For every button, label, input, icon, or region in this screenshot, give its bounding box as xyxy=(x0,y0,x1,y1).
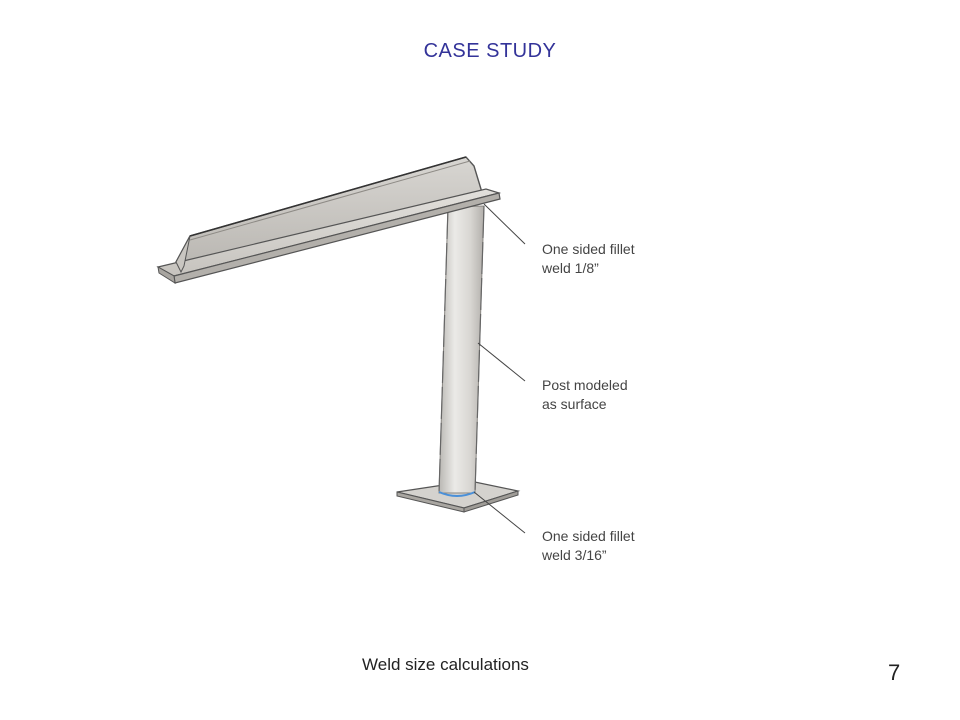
slide-title: CASE STUDY xyxy=(423,40,557,62)
slide-subtitle: Weld size calculations xyxy=(362,655,529,674)
bottom-weld-line xyxy=(438,491,476,497)
leader-line-bottom xyxy=(473,491,526,534)
callout-middle-line1: Post modeled xyxy=(542,377,628,393)
t-beam xyxy=(156,156,502,284)
callout-bottom-line2: weld 3/16” xyxy=(542,547,607,563)
callout-top-line2: weld 1/8” xyxy=(542,260,599,276)
callout-post-surface: Post modeled as surface xyxy=(542,376,628,414)
callout-bottom-line1: One sided fillet xyxy=(542,528,635,544)
base-plate xyxy=(396,480,521,513)
callout-bottom-weld: One sided fillet weld 3/16” xyxy=(542,527,635,565)
leader-line-middle xyxy=(477,342,526,382)
callout-middle-line2: as surface xyxy=(542,396,607,412)
callout-top-weld: One sided fillet weld 1/8” xyxy=(542,240,635,278)
callout-top-line1: One sided fillet xyxy=(542,241,635,257)
post xyxy=(438,205,485,497)
leader-line-top xyxy=(483,203,526,245)
slide-number: 7 xyxy=(888,660,901,685)
